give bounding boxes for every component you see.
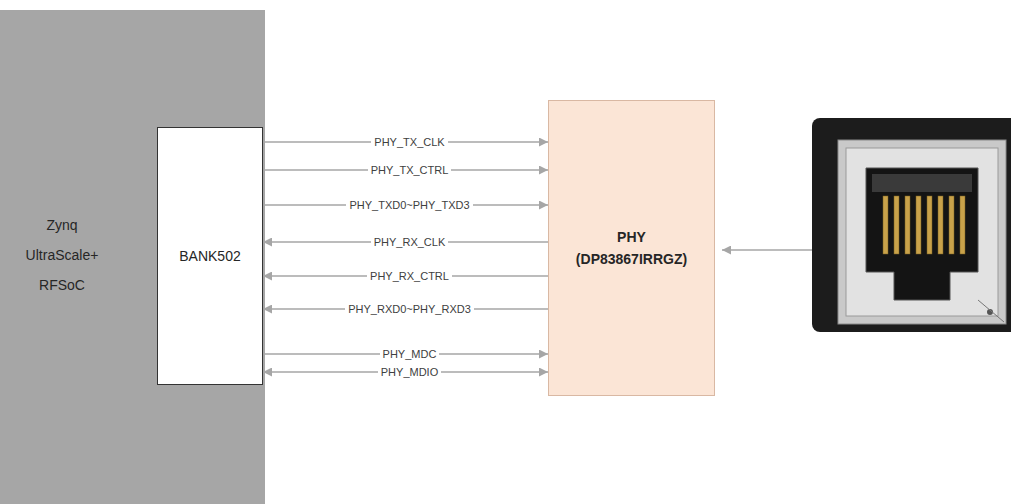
bank-box: BANK502 — [157, 127, 263, 385]
signal-name: PHY_TX_CTRL — [368, 164, 452, 177]
jack-top — [872, 174, 972, 192]
jack-opening — [866, 168, 978, 300]
signal-name: PHY_RXD0~PHY_RXD3 — [345, 303, 474, 316]
signal-name: PHY_TXD0~PHY_TXD3 — [346, 199, 472, 212]
node-label: PHY (DP83867IRRGZ) — [567, 226, 697, 270]
phy-box: PHY (DP83867IRRGZ) — [548, 100, 715, 396]
signal-name: PHY_TX_CLK — [371, 136, 447, 149]
node-label: Zynq UltraScale+ RFSoC — [12, 210, 112, 300]
signal-name: PHY_MDIO — [378, 366, 441, 379]
node-label: BANK502 — [179, 247, 240, 265]
signal-name: PHY_MDC — [380, 348, 440, 361]
jack-edge — [978, 300, 1004, 322]
rj45-jack — [812, 118, 1011, 332]
signal-name: PHY_RX_CTRL — [367, 270, 452, 283]
soc-panel: Zynq UltraScale+ RFSoC BANK502 — [0, 10, 265, 504]
signal-name: PHY_RX_CLK — [371, 236, 449, 249]
jack-face — [846, 148, 998, 316]
jack-body — [812, 118, 1011, 332]
jack-shield — [838, 140, 1006, 324]
jack-pins — [883, 196, 965, 254]
